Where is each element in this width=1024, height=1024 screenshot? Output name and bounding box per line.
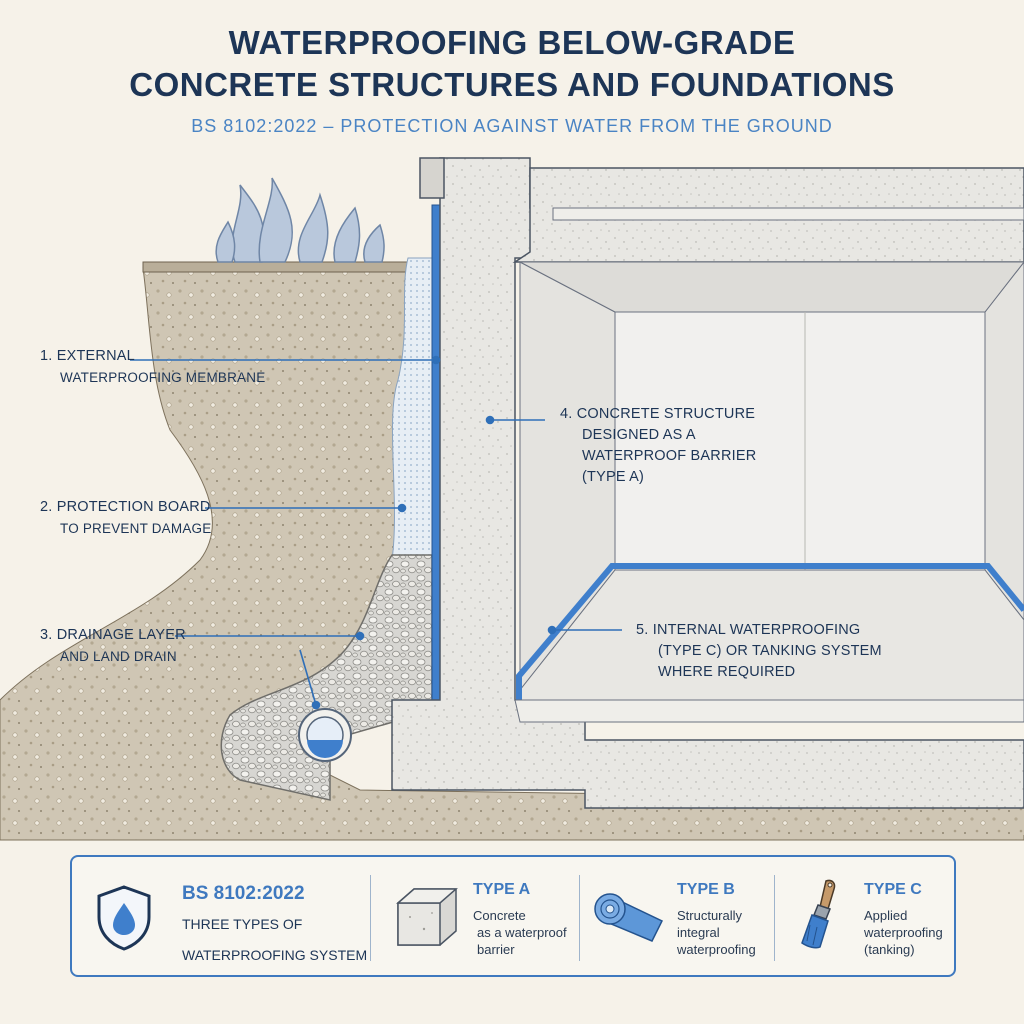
label-line: DESIGNED AS A — [582, 427, 696, 443]
label-drainage-layer: 3. DRAINAGE LAYER AND LAND DRAIN — [40, 625, 186, 667]
type-c-line: (tanking) — [864, 942, 915, 957]
label-line: (TYPE C) OR TANKING SYSTEM — [658, 643, 882, 659]
type-a-line: barrier — [477, 942, 515, 957]
shield-water-drop-icon — [97, 885, 151, 951]
label-line: TO PREVENT DAMAGE — [60, 521, 212, 536]
label-line: 5. INTERNAL WATERPROOFING — [636, 622, 861, 638]
legend-text-line: WATERPROOFING SYSTEM — [182, 947, 368, 963]
membrane-roll-icon — [594, 893, 664, 942]
label-line: 2. PROTECTION BOARD — [40, 499, 211, 515]
title-line-1: WATERPROOFING BELOW-GRADE — [228, 24, 796, 61]
label-external-membrane: 1. EXTERNAL WATERPROOFING MEMBRANE — [40, 346, 265, 388]
legend-divider — [774, 875, 775, 961]
label-line: 4. CONCRETE STRUCTURE — [560, 406, 756, 422]
type-c-description: Applied waterproofing (tanking) — [864, 907, 943, 958]
legend-text-line: THREE TYPES OF — [182, 916, 303, 932]
cross-section-diagram — [0, 157, 1024, 841]
type-b-line: waterproofing — [677, 942, 756, 957]
label-protection-board: 2. PROTECTION BOARD TO PREVENT DAMAGE — [40, 497, 211, 539]
type-a-description: Concrete as a waterproof barrier — [473, 907, 567, 958]
type-c-line: waterproofing — [864, 925, 943, 940]
type-b-heading: TYPE B — [677, 881, 735, 898]
label-line: WATERPROOF BARRIER — [582, 448, 757, 464]
label-line: WATERPROOFING MEMBRANE — [60, 370, 266, 385]
type-b-line: Structurally — [677, 908, 743, 923]
label-line: 3. DRAINAGE LAYER — [40, 627, 186, 643]
paint-brush-icon — [801, 879, 836, 949]
page-title: WATERPROOFING BELOW-GRADE CONCRETE STRUC… — [0, 22, 1024, 106]
legend-text: THREE TYPES OF WATERPROOFING SYSTEM — [182, 909, 367, 971]
type-c-heading: TYPE C — [864, 881, 922, 898]
type-c-line: Applied — [864, 908, 908, 923]
label-line: WHERE REQUIRED — [658, 664, 796, 680]
legend-heading: BS 8102:2022 — [182, 883, 305, 904]
legend-panel: BS 8102:2022 THREE TYPES OF WATERPROOFIN… — [70, 855, 956, 977]
type-b-description: Structurally integral waterproofing — [677, 907, 756, 958]
title-line-2: CONCRETE STRUCTURES AND FOUNDATIONS — [129, 66, 895, 103]
page-subtitle: BS 8102:2022 – PROTECTION AGAINST WATER … — [191, 116, 833, 136]
type-a-line: Concrete — [473, 908, 526, 923]
type-a-heading: TYPE A — [473, 881, 531, 898]
land-drain-pipe — [298, 708, 352, 762]
concrete-block-icon — [396, 888, 458, 946]
label-line: (TYPE A) — [582, 469, 645, 485]
type-a-line: as a waterproof — [477, 925, 567, 940]
type-b-line: integral — [677, 925, 720, 940]
legend-divider — [370, 875, 371, 961]
label-concrete-structure: 4. CONCRETE STRUCTURE DESIGNED AS A WATE… — [560, 404, 756, 488]
plant-illustration — [215, 177, 385, 263]
legend-divider — [579, 875, 580, 961]
label-line: 1. EXTERNAL — [40, 348, 135, 364]
label-line: AND LAND DRAIN — [60, 649, 177, 664]
label-internal-waterproofing: 5. INTERNAL WATERPROOFING (TYPE C) OR TA… — [636, 620, 882, 683]
